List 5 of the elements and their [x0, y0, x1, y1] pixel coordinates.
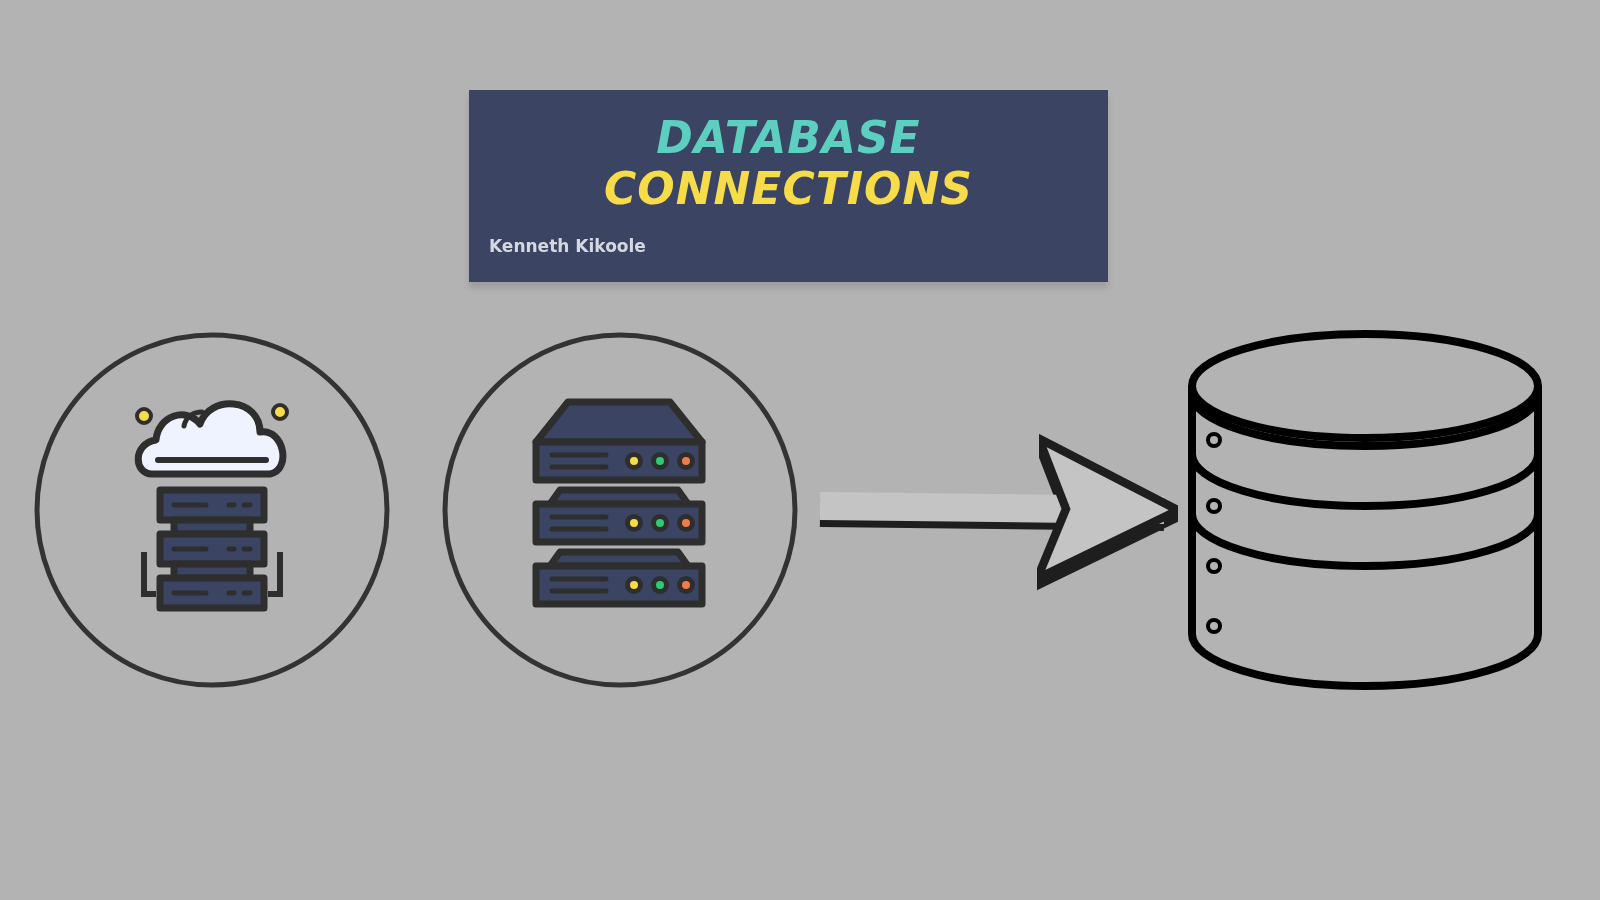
author-name: Kenneth Kikoole	[489, 236, 646, 256]
database-cylinder	[1186, 330, 1544, 690]
icon-circle	[34, 332, 390, 688]
title: DATABASE CONNECTIONS	[603, 112, 974, 214]
icon-circle	[442, 332, 798, 688]
